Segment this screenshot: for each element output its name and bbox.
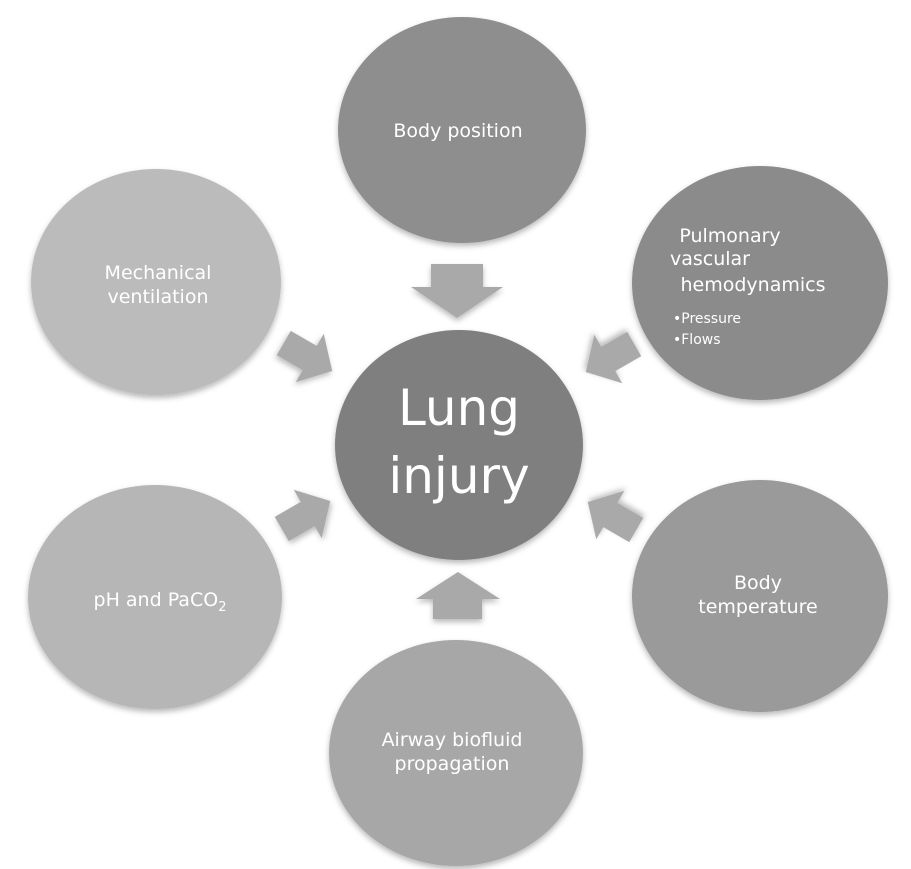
pulmonary-label-line1: Pulmonary xyxy=(679,225,780,247)
ph-paco2-circle xyxy=(28,485,282,709)
pulmonary-bullet-flows: •Flows xyxy=(673,332,721,348)
airway-label-line2: propagation xyxy=(395,753,510,775)
ph-paco2-label: pH and PaCO2 xyxy=(94,589,227,615)
arrow-from-body-temperature xyxy=(587,490,644,543)
lung-injury-center-circle xyxy=(335,330,583,560)
arrow-from-ph-paco2 xyxy=(274,489,331,542)
body-temperature-label-line1: Body xyxy=(734,572,782,594)
center-label-line1: Lung xyxy=(398,379,520,437)
body-temperature-circle xyxy=(632,480,888,712)
pulmonary-label-line2: vascular xyxy=(670,248,750,270)
airway-biofluid-circle xyxy=(329,640,583,866)
pulmonary-bullet-pressure: •Pressure xyxy=(673,311,741,327)
mechanical-label-line1: Mechanical xyxy=(105,262,212,284)
ph-paco2-subscript: 2 xyxy=(218,600,226,615)
center-label-line2: injury xyxy=(388,447,529,505)
arrow-from-pulmonary-hemodynamics xyxy=(585,331,642,384)
ph-paco2-main-text: pH and PaCO xyxy=(94,589,219,611)
arrow-down-from-body-position xyxy=(411,264,503,318)
body-temperature-label-line2: temperature xyxy=(698,596,817,618)
pulmonary-hemodynamics-circle xyxy=(632,166,888,400)
arrow-up-from-airway xyxy=(416,572,500,619)
body-position-label: Body position xyxy=(393,120,522,142)
body-position-circle xyxy=(338,17,586,243)
mechanical-label-line2: ventilation xyxy=(107,286,208,308)
airway-label-line1: Airway biofluid xyxy=(382,729,523,751)
arrow-from-mechanical-ventilation xyxy=(276,330,333,383)
pulmonary-label-line3: hemodynamics xyxy=(681,274,826,296)
mechanical-ventilation-circle xyxy=(31,169,281,395)
